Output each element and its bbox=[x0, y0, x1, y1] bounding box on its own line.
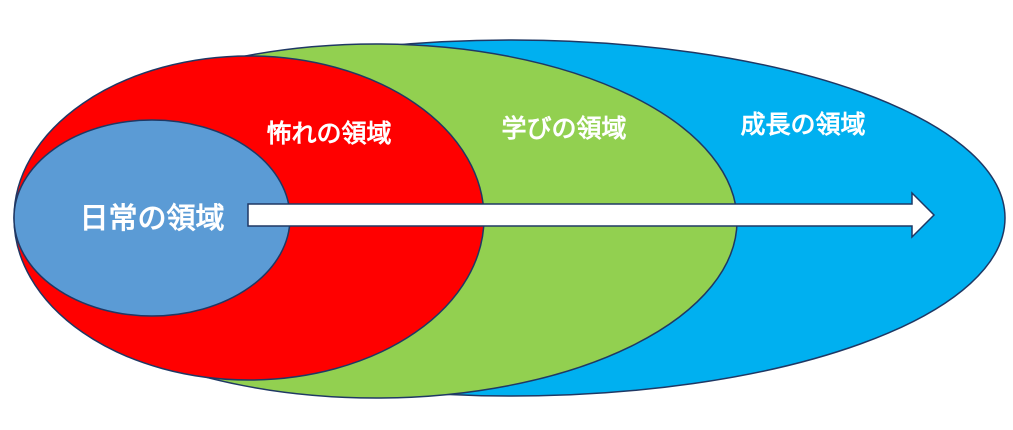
learning-zone-label: 学びの領域 bbox=[501, 114, 626, 143]
growth-arrow bbox=[247, 191, 936, 239]
fear-zone-label: 怖れの領域 bbox=[266, 119, 391, 148]
growth-zone-label: 成長の領域 bbox=[740, 110, 865, 139]
comfort-zone-label: 日常の領域 bbox=[79, 201, 224, 235]
